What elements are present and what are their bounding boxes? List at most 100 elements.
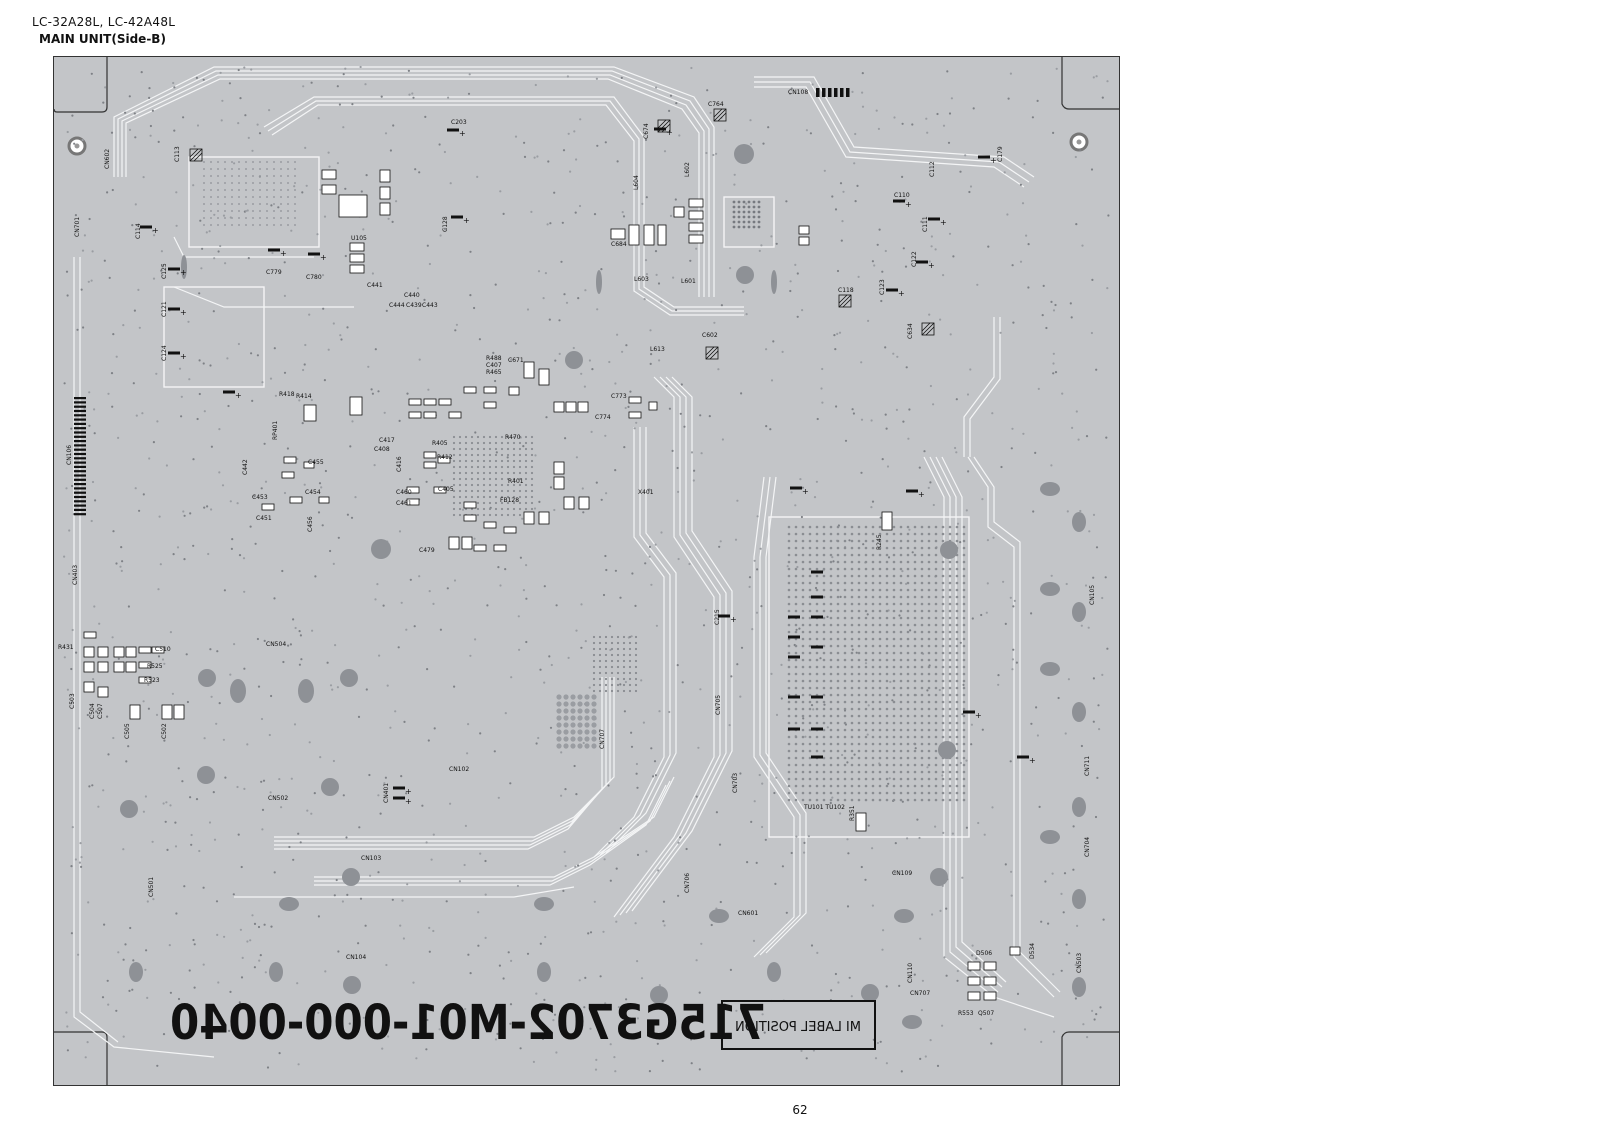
large-pads: [120, 144, 1086, 1029]
ref-c684: C684: [611, 241, 627, 248]
via-pattern: [63, 65, 1110, 1073]
ref-c454: C454: [305, 489, 321, 496]
svg-text:+: +: [459, 129, 466, 138]
svg-text:+: +: [280, 249, 287, 258]
ref-r431: R431: [58, 644, 74, 651]
ref-x401: X401: [638, 489, 654, 496]
ref-l602: L602: [684, 162, 691, 177]
svg-text:+: +: [180, 268, 187, 277]
ref-c112: C112: [929, 161, 936, 177]
ref-r523: R523: [144, 677, 160, 684]
ref-cn601: CN601: [738, 910, 758, 917]
ref-c417: C417: [379, 437, 395, 444]
ref-c113: C113: [174, 146, 181, 162]
ref-cn108: CN108: [788, 89, 808, 96]
ref-cn109: CN109: [892, 870, 912, 877]
svg-text:+: +: [898, 289, 905, 298]
ref-r488: R488: [486, 355, 502, 362]
ref-c124: C124: [161, 345, 168, 361]
svg-text:+: +: [940, 218, 947, 227]
svg-text:+: +: [405, 797, 412, 806]
ref-c634: C634: [907, 323, 914, 339]
smd-components: [83, 169, 1021, 1001]
ref-c504: C504: [89, 703, 96, 719]
svg-text:+: +: [180, 308, 187, 317]
ref-fb128: FB128: [500, 497, 519, 504]
ref-c764: C764: [708, 101, 724, 108]
ref-c408: C408: [374, 446, 390, 453]
ref-c440: C440: [404, 292, 420, 299]
ref-cn102: CN102: [449, 766, 469, 773]
svg-text:+: +: [918, 490, 925, 499]
ref-c110: C110: [894, 192, 910, 199]
ref-c456: C456: [307, 516, 314, 532]
svg-text:+: +: [905, 200, 912, 209]
ref-c121: C121: [161, 301, 168, 317]
svg-text:+: +: [180, 352, 187, 361]
ref-cn707: CN707: [910, 990, 930, 997]
ref-r351: R351: [849, 805, 856, 821]
ref-cn707a: CN707: [599, 729, 606, 749]
ref-tu: TU101 TU102: [803, 804, 845, 811]
ref-c774: C774: [595, 414, 611, 421]
model-numbers: LC-32A28L, LC-42A48L: [32, 15, 176, 29]
ref-cn501: CN501: [148, 877, 155, 897]
svg-text:+: +: [928, 261, 935, 270]
ref-c507: C507: [97, 703, 104, 719]
ref-c114: C114: [135, 223, 142, 239]
ref-c128: C128: [442, 216, 449, 232]
ref-cn401: CN401: [383, 783, 390, 803]
cn106-connector-pins: [74, 88, 850, 516]
ref-r525: R525: [147, 663, 163, 670]
ref-c780: C780: [306, 274, 322, 281]
ref-cn104: CN104: [346, 954, 366, 961]
traces: [73, 66, 1061, 1058]
ref-c407: C407: [486, 362, 502, 369]
ref-c443: C443: [422, 302, 438, 309]
ref-c203: C203: [451, 119, 467, 126]
ref-r401: R401: [508, 478, 524, 485]
ref-l604: L604: [633, 175, 640, 190]
ref-c118: C118: [838, 287, 854, 294]
ref-cn703: CN703: [732, 773, 739, 793]
ref-l601: L601: [681, 278, 696, 285]
ref-c439: C439: [406, 302, 422, 309]
ref-u105: U105: [351, 235, 367, 242]
ref-c125: C125: [161, 263, 168, 279]
label-position-box: [721, 1000, 876, 1050]
ref-c503: C503: [69, 693, 76, 709]
label-box-text-group: MI LABEL POSITION: [735, 1020, 861, 1035]
ref-r405: R405: [432, 440, 448, 447]
ref-rp401: RP401: [272, 421, 279, 440]
svg-text:+: +: [1029, 756, 1036, 765]
page-number: 62: [792, 1103, 808, 1117]
svg-text:+: +: [320, 253, 327, 262]
svg-text:+: +: [990, 156, 997, 165]
ref-c122: C122: [911, 251, 918, 267]
svg-text:+: +: [463, 216, 470, 225]
ref-c460: C460: [396, 489, 412, 496]
ref-l603: L603: [634, 276, 649, 283]
ref-c461: C461: [396, 500, 412, 507]
ref-cn711: CN711: [1084, 756, 1091, 776]
svg-text:+: +: [405, 787, 412, 796]
ref-c451: C451: [256, 515, 272, 522]
ref-cn403: CN403: [72, 565, 79, 585]
mounting-holes: [67, 132, 1089, 156]
corner-mounts: [54, 57, 1119, 1085]
ref-c505: C505: [124, 723, 131, 739]
ref-c479: C479: [419, 547, 435, 554]
svg-text:+: +: [666, 128, 673, 137]
ref-cn110: CN110: [907, 963, 914, 983]
pcb-board: ++++++++++++++++++++++ 715G3702-M01-000-…: [53, 56, 1120, 1086]
ref-cn701: CN701: [74, 217, 81, 237]
ref-cn503: CN503: [1076, 953, 1083, 973]
ref-c455: C455: [308, 459, 324, 466]
svg-text:+: +: [235, 391, 242, 400]
ref-c674: C674: [643, 123, 650, 139]
board-part-number: 715G3702-M01-000-0040: [170, 994, 766, 1051]
ref-cn704: CN704: [1084, 837, 1091, 857]
ref-d506: D506: [976, 950, 992, 957]
pcb-layout: ++++++++++++++++++++++ 715G3702-M01-000-…: [54, 57, 1119, 1085]
ref-c441: C441: [367, 282, 383, 289]
